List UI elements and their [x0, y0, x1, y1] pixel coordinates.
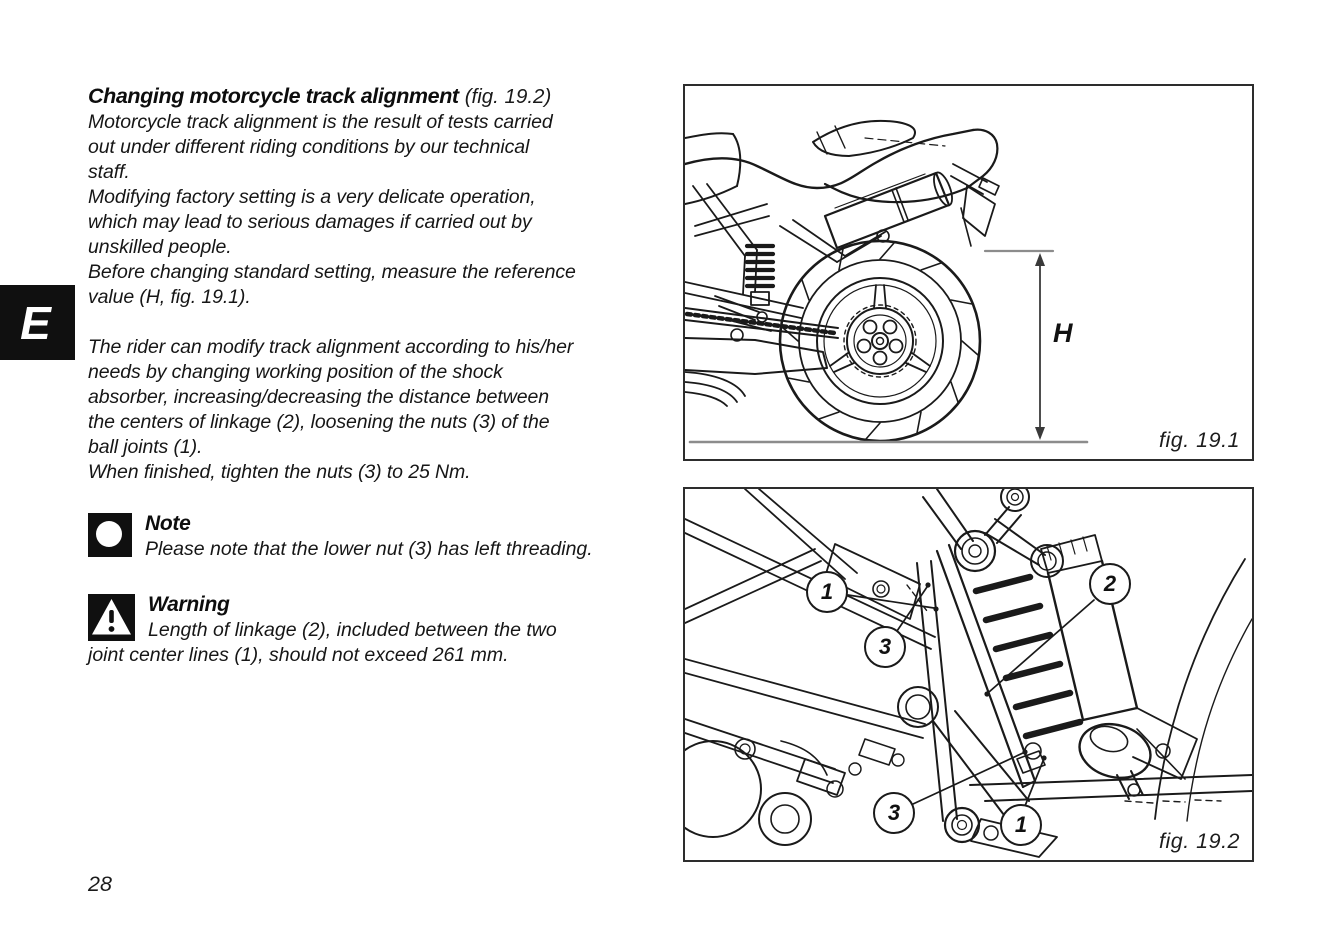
article-title-figref: (fig. 19.2) [464, 85, 552, 108]
article-title-text: Changing motorcycle track alignment [88, 84, 459, 108]
seat-tail [685, 119, 999, 205]
top-rocker [906, 489, 1064, 612]
warning-block: Warning Length of linkage (2), included … [88, 592, 668, 669]
article-title: Changing motorcycle track alignment (fig… [88, 83, 668, 110]
section-tab: E [0, 285, 75, 360]
lower-rocker [897, 686, 1058, 858]
callout-2: 2 [1089, 563, 1131, 605]
fender-stay [950, 163, 1000, 247]
note-icon [88, 513, 132, 557]
pushrod [916, 560, 958, 822]
warning-heading: Warning [148, 592, 230, 616]
sprocket [843, 304, 917, 378]
paragraph: The rider can modify track alignment acc… [88, 336, 574, 483]
figure-caption: fig. 19.1 [1159, 428, 1240, 452]
callout-leaders [847, 582, 1095, 807]
shock-linkage-drawing [685, 489, 1252, 858]
callout-1-upper: 1 [806, 571, 848, 613]
swingarm-chain [685, 281, 839, 375]
h-dimension: H [688, 249, 1089, 444]
warning-icon [88, 593, 135, 641]
callout-3-upper: 3 [864, 626, 906, 668]
h-dimension-label: H [1053, 318, 1073, 348]
rear-wheel [778, 239, 982, 443]
note-block: Note Please note that the lower nut (3) … [88, 511, 668, 563]
figure-19-2: 1 3 2 3 1 fig. 19.2 [683, 487, 1254, 862]
engine-cases [685, 738, 905, 846]
callout-3-lower: 3 [873, 792, 915, 834]
paragraph: Motorcycle track alignment is the result… [88, 111, 576, 308]
muffler [823, 171, 953, 250]
warning-body: Length of linkage (2), included between … [88, 618, 557, 667]
linkage-rod [935, 543, 1046, 789]
page-number: 28 [88, 872, 112, 896]
frame-shock [685, 183, 890, 407]
figure-caption: fig. 19.2 [1159, 829, 1240, 853]
right-side [969, 558, 1252, 822]
motorcycle-rear-drawing: H [685, 119, 1089, 444]
note-body: Please note that the lower nut (3) has l… [145, 538, 593, 560]
shock-absorber [972, 534, 1152, 800]
text-column: Changing motorcycle track alignment (fig… [88, 83, 668, 669]
section-tab-letter: E [20, 296, 51, 349]
note-heading: Note [145, 512, 191, 535]
figure-19-1: H fig. 19.1 [683, 84, 1254, 461]
callout-1-lower: 1 [1000, 804, 1042, 846]
